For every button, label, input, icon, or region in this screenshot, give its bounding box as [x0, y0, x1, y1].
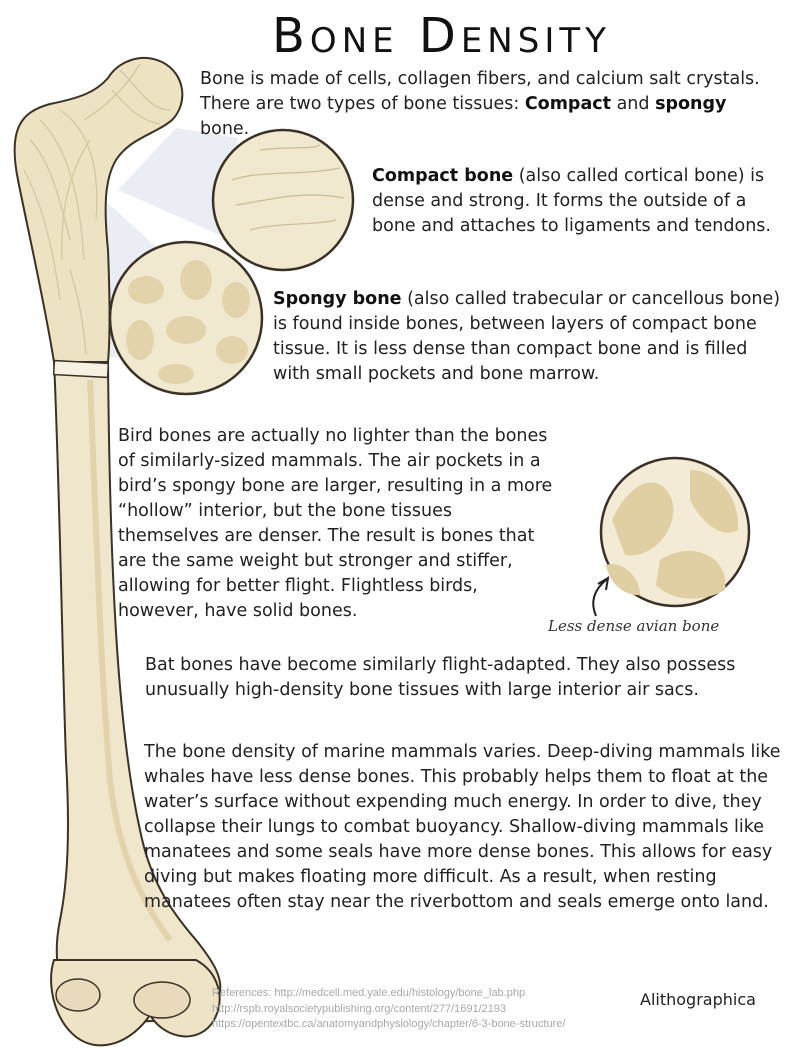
- cut-band: [52, 359, 110, 379]
- intro-paragraph: Bone is made of cells, collagen fibers, …: [200, 67, 780, 142]
- femur-head: [13, 57, 184, 363]
- intro-line-1: Bone is made of cells, collagen fibers, …: [200, 69, 760, 89]
- condyle-left: [55, 978, 101, 1012]
- intro-line-2-pre: There are two types of bone tissues:: [200, 94, 525, 114]
- spongy-bone-text: (also called trabecular or cancellous bo…: [273, 289, 781, 384]
- bird-bones-paragraph: Bird bones are actually no lighter than …: [118, 426, 553, 621]
- compact-bone-lines: [231, 144, 345, 231]
- brand-signature: Alithographica: [640, 990, 756, 1009]
- compact-bone-term: Compact bone: [372, 166, 514, 186]
- bat-bones-paragraph: Bat bones have become similarly flight-a…: [145, 655, 736, 700]
- marine-mammals-paragraph: The bone density of marine mammals varie…: [144, 742, 781, 912]
- condyle-right: [133, 981, 191, 1019]
- intro-spongy-term: spongy: [655, 94, 727, 114]
- intro-compact-term: Compact: [524, 94, 612, 114]
- femur-shaft-shading: [87, 379, 173, 942]
- compact-bone-circle: [211, 128, 355, 272]
- spongy-bone-paragraph: Spongy bone (also called trabecular or c…: [273, 287, 783, 387]
- intro-line-2-post: bone.: [200, 119, 250, 139]
- caption-arrow: [592, 579, 607, 617]
- compact-lens-cone: [118, 128, 238, 236]
- references: References: http://medcell.med.yale.edu/…: [212, 986, 565, 1033]
- reference-line: https://opentextbc.ca/anatomyandphysiolo…: [212, 1018, 566, 1030]
- compact-bone-paragraph: Compact bone (also called cortical bone)…: [372, 164, 772, 239]
- compact-bone-text: (also called cortical bone) is dense and…: [372, 166, 771, 236]
- avian-bone-caption: Less dense avian bone: [548, 617, 720, 635]
- spongy-texture: [23, 63, 171, 356]
- intro-and: and: [611, 94, 656, 114]
- spongy-bone-term: Spongy bone: [273, 289, 402, 309]
- reference-line: References: http://medcell.med.yale.edu/…: [212, 987, 526, 999]
- reference-line: http://rspb.royalsocietypublishing.org/c…: [212, 1002, 507, 1015]
- caption-arrowhead: [597, 576, 610, 591]
- avian-bone-pockets: [606, 470, 739, 599]
- page-title: Bone Density: [272, 8, 611, 64]
- spongy-bone-pockets: [126, 260, 250, 384]
